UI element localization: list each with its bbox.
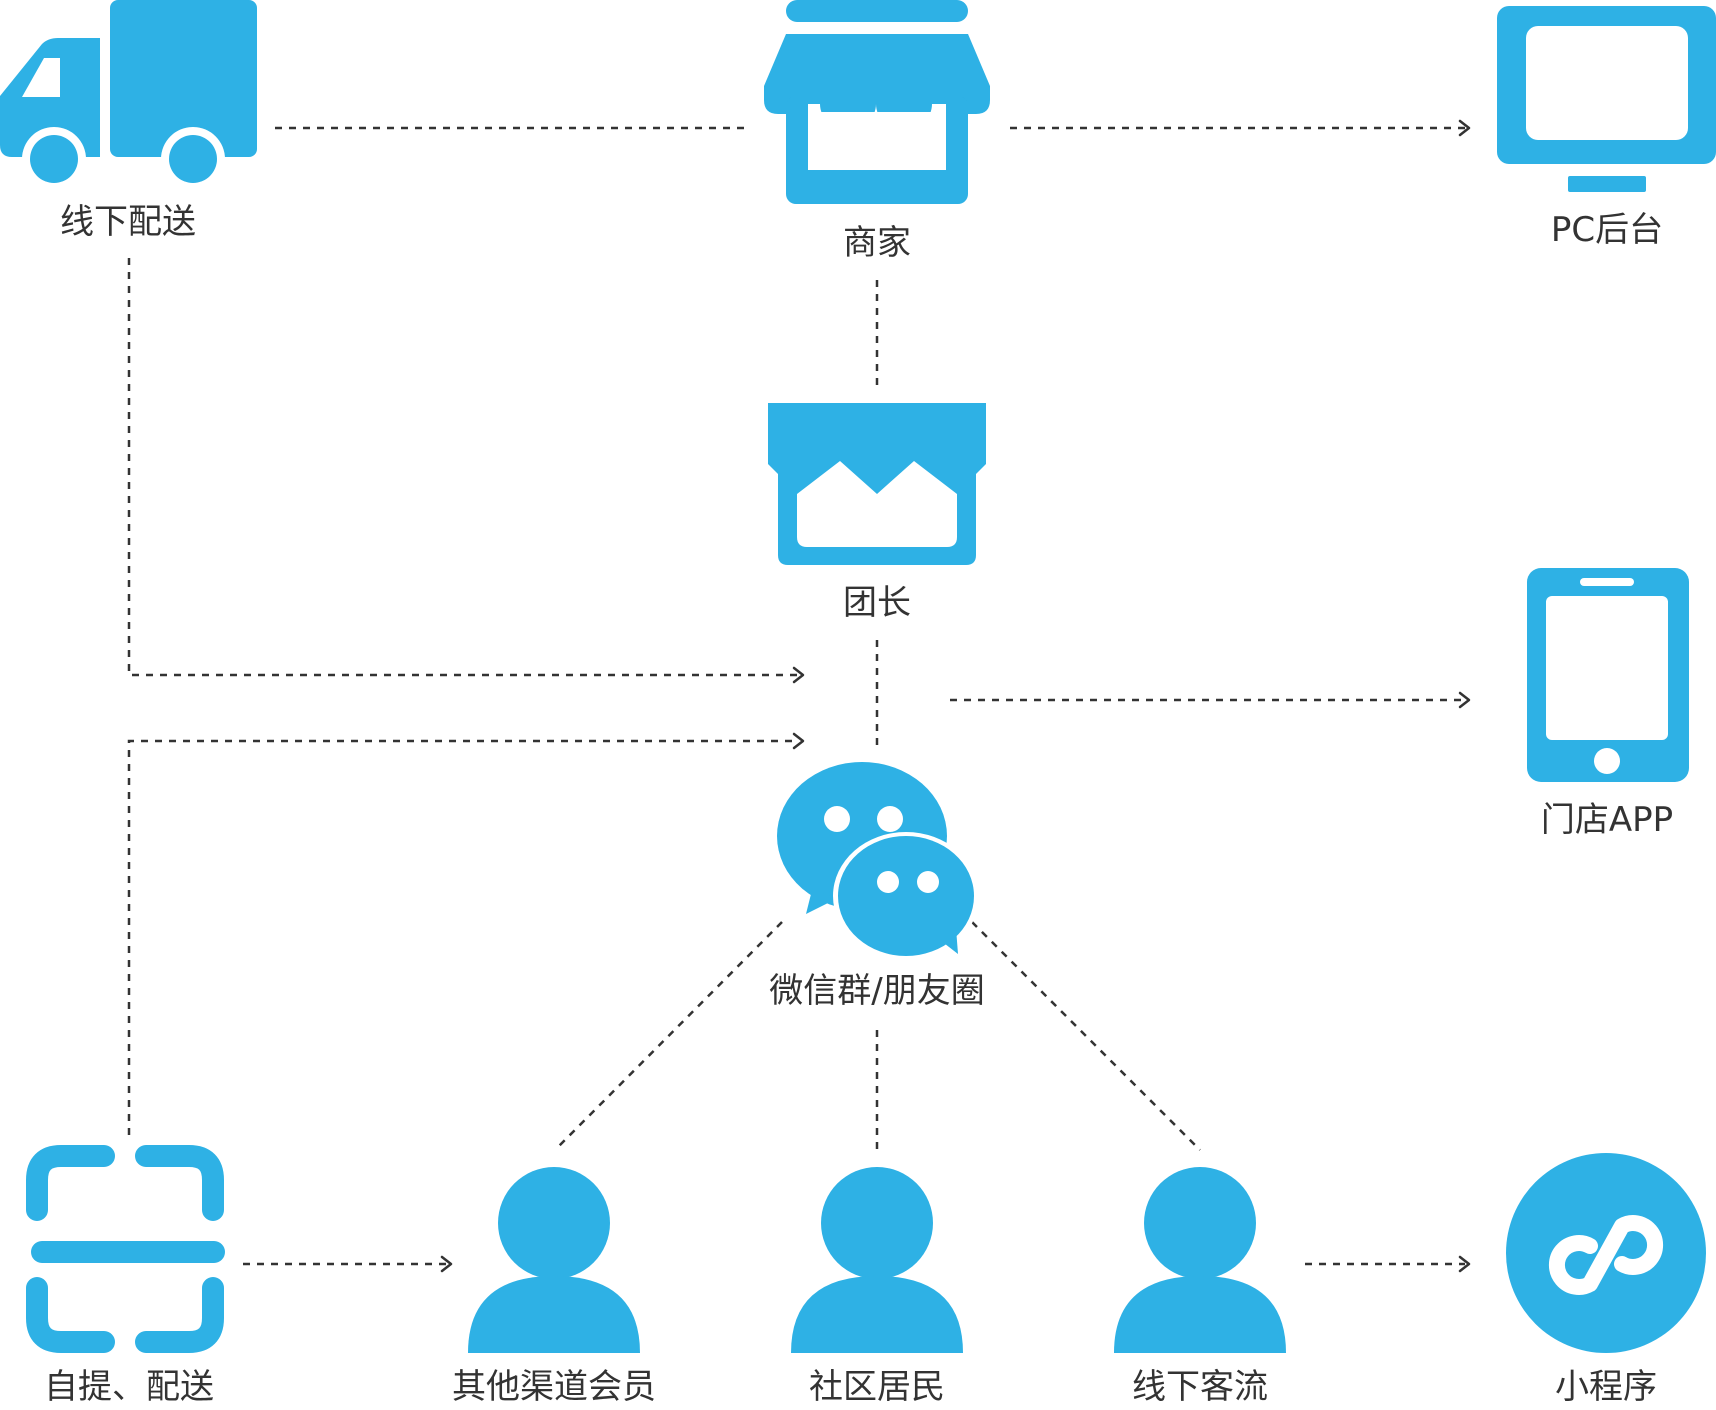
label-merchant: 商家 <box>843 223 911 263</box>
truck-icon <box>0 0 257 191</box>
label-wechat: 微信群/朋友圈 <box>769 971 985 1011</box>
connector-wechat-offline <box>971 921 1201 1151</box>
label-delivery: 线下配送 <box>60 202 196 242</box>
label-miniprogram: 小程序 <box>1555 1367 1657 1407</box>
label-residents: 社区居民 <box>809 1367 945 1407</box>
arrowhead-app <box>1458 691 1471 709</box>
label-members: 其他渠道会员 <box>452 1367 656 1407</box>
phone-icon <box>1527 568 1689 782</box>
label-leader: 团长 <box>843 583 911 623</box>
wechat-icon <box>777 762 979 960</box>
arrowhead-pickup-wechat <box>792 732 805 750</box>
label-pc: PC后台 <box>1550 210 1664 250</box>
arrowhead-miniprogram <box>1458 1255 1471 1273</box>
storefront-icon <box>764 0 990 204</box>
arrowhead-delivery-wechat <box>792 666 805 684</box>
scan-icon <box>26 1145 225 1353</box>
arrowhead-pc <box>1458 119 1471 137</box>
label-offline: 线下客流 <box>1132 1367 1268 1407</box>
label-app: 门店APP <box>1540 800 1674 840</box>
person-icon <box>468 1167 640 1353</box>
mini-program-icon <box>1506 1153 1706 1353</box>
person-icon <box>791 1167 963 1353</box>
person-icon <box>1114 1167 1286 1353</box>
connector-delivery-wechat <box>127 258 799 677</box>
connector-pickup-wechat <box>127 739 799 1135</box>
connector-wechat-members <box>554 921 783 1151</box>
label-pickup: 自提、配送 <box>44 1367 214 1407</box>
shop-icon <box>768 403 986 565</box>
connectors <box>127 119 1471 1273</box>
monitor-icon <box>1497 6 1716 192</box>
arrowhead-members <box>440 1255 453 1273</box>
